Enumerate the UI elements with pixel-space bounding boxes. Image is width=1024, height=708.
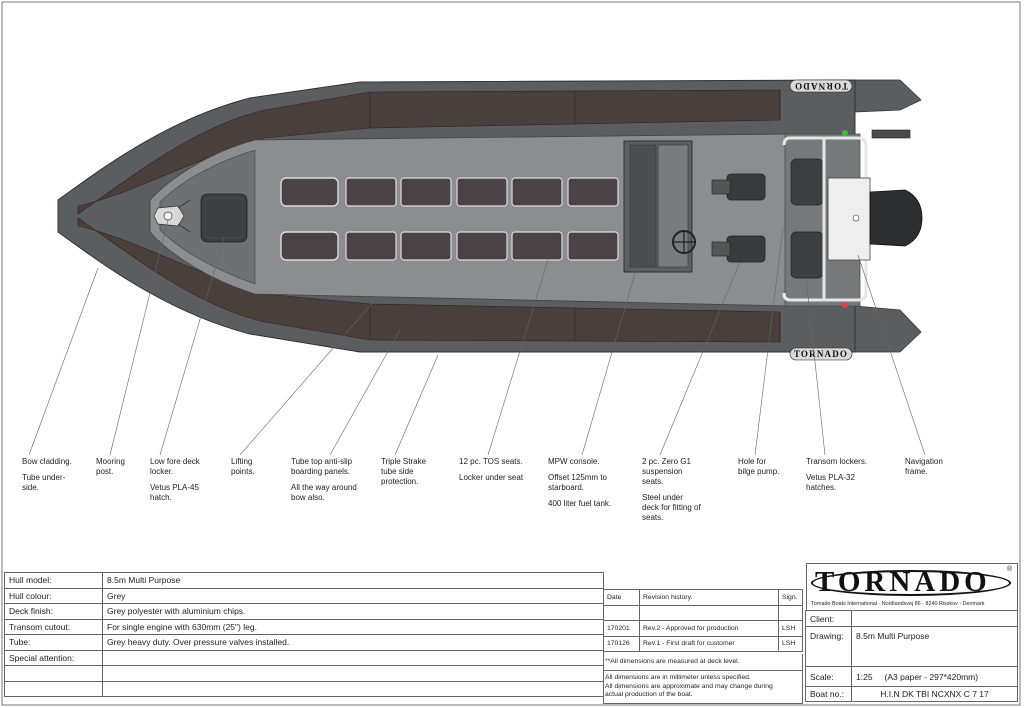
callout-line: tube side [381,467,414,476]
callout-line: hatch. [150,493,172,502]
callout-line: Vetus PLA-32 [806,473,855,482]
nav-light-green-icon [842,130,848,136]
callout-line: bow also. [291,493,325,502]
table-row: 170126 Rev.1 - First draft for customer … [603,635,803,652]
table-row [4,665,604,682]
dimension-notes: All dimensions are in millimeter unless … [605,674,773,698]
nav-light-red-icon [842,302,848,308]
tube-aft-end-port [854,79,922,113]
notes-divider [603,670,803,671]
tos-seats-row-port [280,177,619,207]
callout-line: bilge pump. [738,467,780,476]
title-info-table: Client: Drawing:8.5m Multi Purpose Scale… [805,610,1018,702]
callout-line: side. [22,483,39,492]
callout-line: Locker under seat [459,473,524,482]
brand-mark-starboard: TORNADO [794,349,848,359]
revision-table: Date Revision history. Sign. 170201 Rev.… [603,589,803,652]
engine-mount-plate [827,177,871,261]
callout-line: Navigation [905,457,943,466]
table-row: Scale:1:25(A3 paper - 297*420mm) [805,666,1018,687]
company-logo: TORNADO [815,566,991,598]
callout-line: frame. [905,467,928,476]
registered-mark: ® [1007,566,1013,573]
table-row: Client: [805,610,1018,627]
table-row: Hull colour:Grey [4,587,604,604]
strake-dividers [369,90,781,342]
callout-line: Tube under- [22,473,66,482]
callout-line: MPW console. [548,457,600,466]
callout-line: seats. [642,513,664,522]
table-row: Boat no.:H.I.N DK TBI NCXNX C 7 17 [805,686,1018,702]
callout-line: Steel under [642,493,683,502]
callout-line: hatches. [806,483,837,492]
callout-line: 400 liter fuel tank. [548,499,612,508]
callout-line: starboard. [548,483,585,492]
callout-line: Hole for [738,457,767,466]
table-row: Hull model:8.5m Multi Purpose [4,572,604,589]
table-row: Special attention: [4,649,604,666]
callout-line: Triple Strake [381,457,427,466]
callout-line: Vetus PLA-45 [150,483,199,492]
callout-line: post. [96,467,114,476]
callout-line: All the way around [291,483,357,492]
callout-line: suspension [642,467,683,476]
callout-line: Mooring [96,457,125,466]
table-row [4,680,604,697]
company-logo-block: TORNADO ® Tornado Boats International · … [806,563,1018,610]
logo-ring [811,570,1011,596]
company-address: Tornado Boats International · Nordlandsv… [811,601,985,607]
notes-frame [603,654,803,704]
outboard-engine [869,189,923,247]
transom-locker-port [790,158,824,206]
table-row: Tube:Grey heavy duty. Over pressure valv… [4,634,604,651]
table-row: Drawing:8.5m Multi Purpose [805,626,1018,667]
table-row: Date Revision history. Sign. [603,589,803,606]
callout-line: locker. [150,467,174,476]
callout-line: Lifting [231,457,253,466]
table-row: 170201 Rev.2 - Approved for production L… [603,620,803,637]
callout-line: seats. [642,477,664,486]
table-row [603,604,803,621]
deck-level-note: **All dimensions are measured at deck le… [605,658,740,665]
callout-line: boarding panels. [291,467,351,476]
callout-line: points. [231,467,255,476]
spec-table: Hull model:8.5m Multi Purpose Hull colou… [4,572,604,697]
callout-line: Low fore deck [150,457,200,466]
callout-line: deck for fitting of [642,503,701,512]
callout-line: Offset 125mm to [548,473,607,482]
transom-locker-starboard [790,231,824,279]
tos-seats-row-starboard [280,231,619,261]
fore-deck-locker-hatch [200,193,248,243]
callout-line: Bow cladding. [22,457,72,466]
tube-brand-marks: TORNADO TORNADO [789,79,853,361]
callout-line: protection. [381,477,419,486]
callout-line: 12 pc. TOS seats. [459,457,523,466]
table-row: Transom cutout:For single engine with 63… [4,618,604,635]
zero-g1-seats [711,173,766,263]
leader-lines [28,219,926,456]
table-row: Deck finish:Grey polyester with aluminiu… [4,603,604,620]
callout-tos-seats: 12 pc. TOS seats. Locker under seat [459,457,523,483]
callout-line: Tube top anti-slip [291,457,353,466]
callout-line: Transom lockers. [806,457,868,466]
brand-mark-port: TORNADO [794,81,848,91]
mpw-console [623,140,696,273]
callout-line: 2 pc. Zero G1 [642,457,691,466]
callout-bow-cladding: Bow cladding. Tube under-side. [22,457,72,493]
